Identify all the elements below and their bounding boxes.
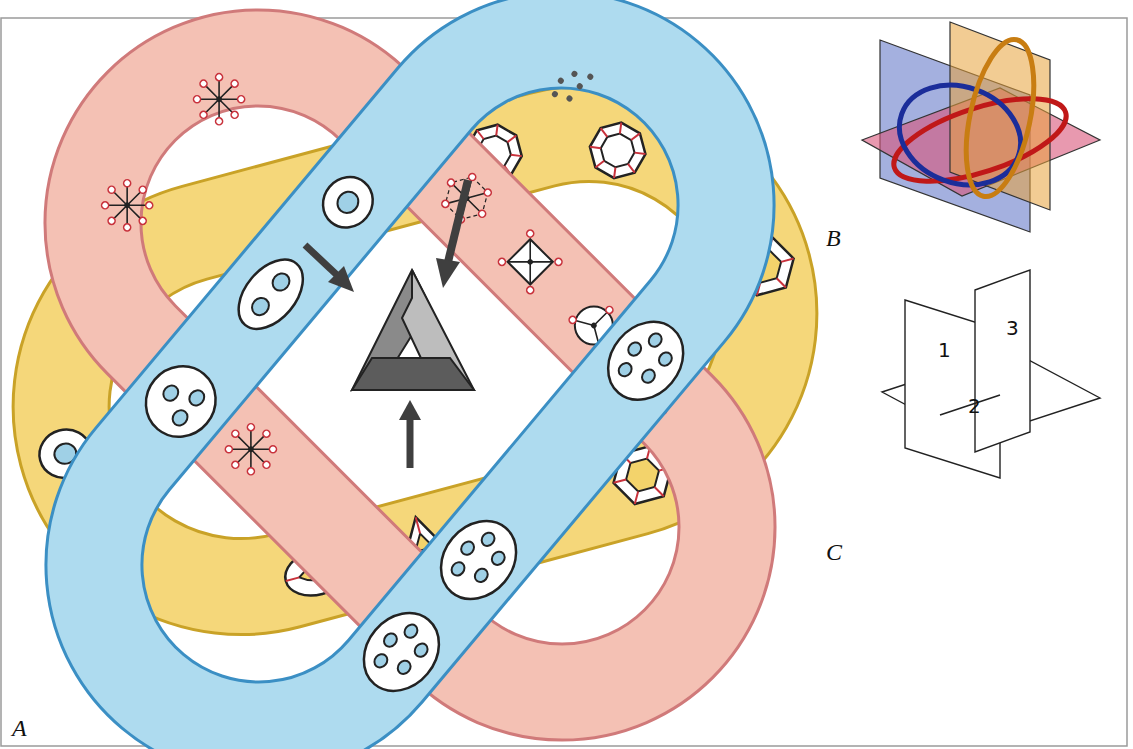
genus-surface	[132, 352, 230, 451]
star-graph	[497, 229, 563, 295]
blue-band	[0, 0, 819, 749]
panel-letter: B	[826, 226, 841, 250]
penrose-triangle	[352, 270, 474, 390]
plane-number: 3	[1006, 318, 1019, 338]
octagon-ring	[586, 119, 649, 182]
genus-surface	[313, 167, 383, 238]
genus-surface	[348, 598, 454, 706]
panel-letter: C	[826, 540, 842, 564]
genus-surface	[593, 307, 699, 415]
panel-letter: A	[12, 716, 27, 740]
plane-number: 1	[938, 340, 951, 360]
dot-cloud	[548, 60, 595, 109]
plane-number: 2	[968, 396, 981, 416]
panel-c-planes	[882, 270, 1100, 478]
panel-b-planes	[862, 22, 1100, 232]
pointer-arrows	[305, 180, 468, 468]
star-graph	[183, 63, 255, 135]
star-graph	[91, 169, 163, 241]
genus-surface	[226, 248, 316, 341]
genus-surface	[426, 506, 532, 614]
